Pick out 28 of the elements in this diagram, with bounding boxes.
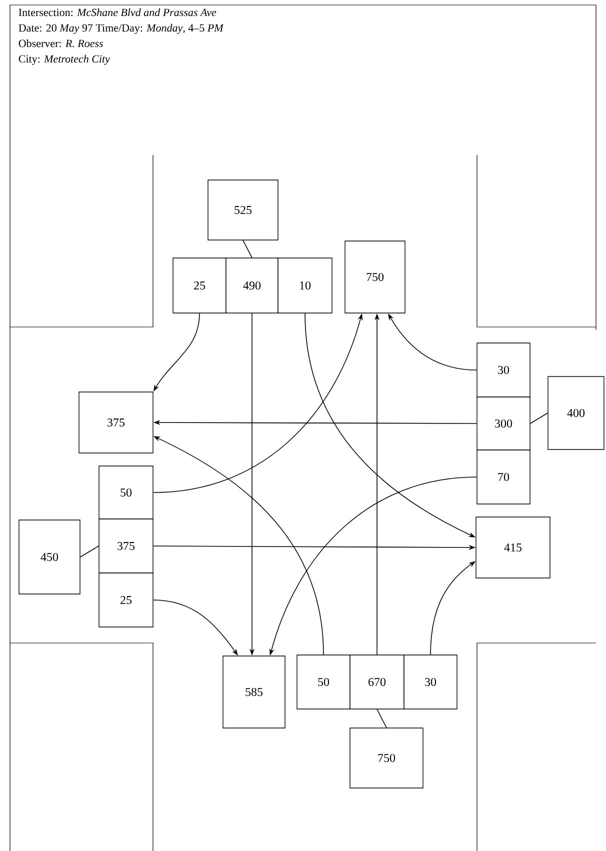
connector-line	[530, 412, 548, 424]
count-box: 585	[222, 656, 286, 728]
count-box: 30	[476, 342, 530, 398]
header-text: City: Metrotech City	[18, 54, 110, 65]
count-box: 50	[98, 466, 154, 520]
count-box: 400	[548, 376, 604, 450]
count-box: 70	[476, 450, 530, 504]
count-box: 50	[296, 654, 350, 710]
count-box: 10	[278, 258, 332, 314]
connector-line	[242, 240, 252, 258]
count-box: 300	[476, 396, 530, 450]
count-box: 750	[350, 728, 424, 788]
count-box: 375	[98, 518, 154, 574]
count-box: 30	[404, 654, 458, 710]
header-text: Date: 20 May 97 Time/Day: Monday, 4–5 PM	[18, 24, 224, 34]
header-text: Intersection: McShane Blvd and Prassas Ave	[18, 8, 216, 16]
header-text: Observer: R. Roess	[18, 39, 103, 48]
connector-line	[376, 708, 387, 728]
count-box: 415	[476, 516, 550, 578]
count-box: 25	[172, 258, 226, 314]
connector-line	[80, 546, 100, 558]
count-box: 375	[78, 392, 154, 454]
count-box: 25	[98, 572, 154, 628]
count-box: 670	[350, 654, 404, 710]
count-box: 490	[226, 258, 278, 314]
count-box: 525	[208, 180, 278, 240]
count-box: 450	[18, 520, 80, 594]
count-box: 750	[344, 240, 406, 314]
